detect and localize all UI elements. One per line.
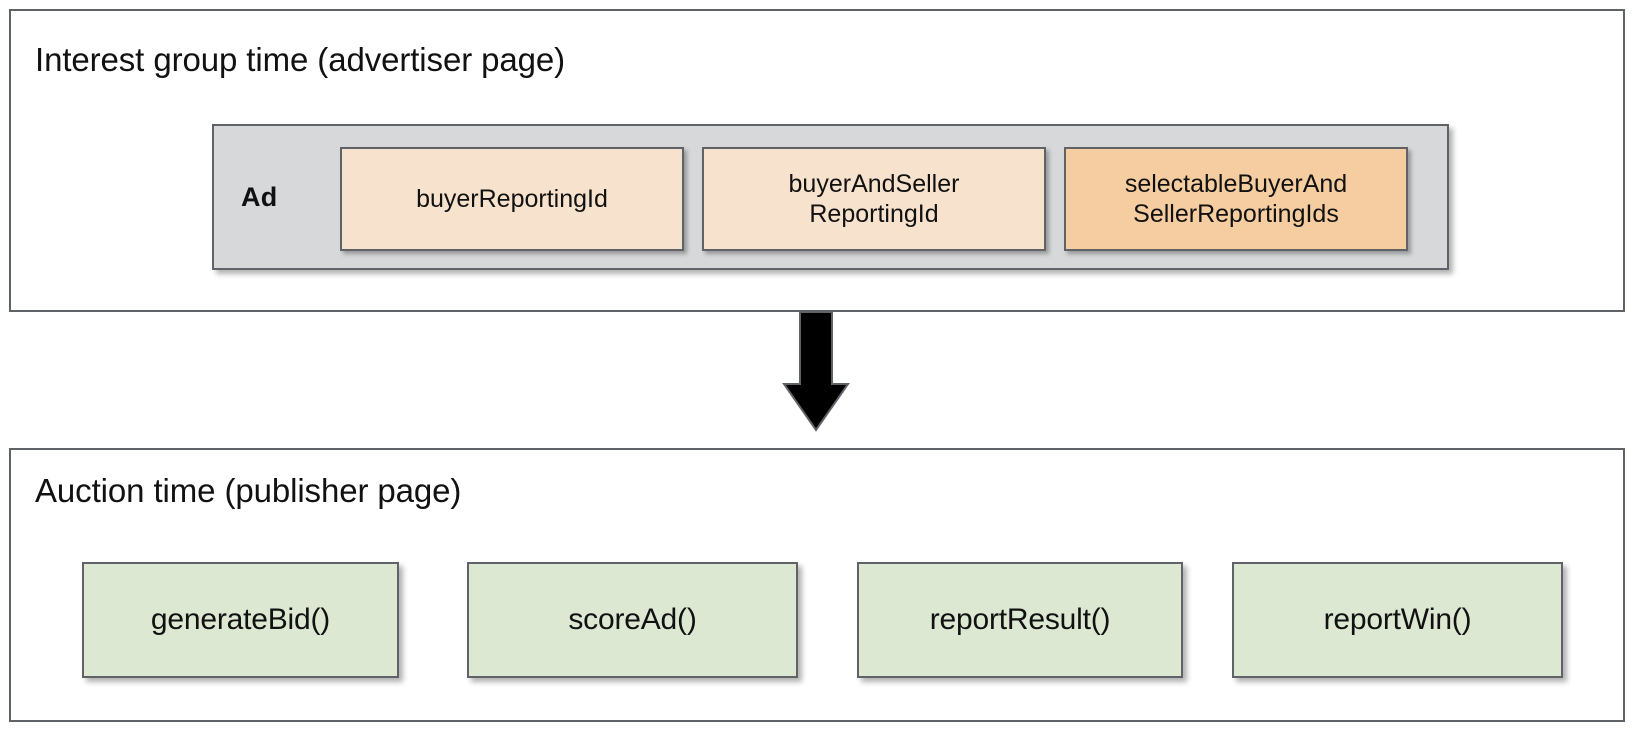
function-box-generate-bid: generateBid(): [82, 562, 399, 678]
ad-group-label: Ad: [241, 181, 278, 212]
reporting-id-box-buyer-reporting-id: buyerReportingId: [340, 147, 684, 251]
function-box-report-result: reportResult(): [857, 562, 1183, 678]
section-advertiser: Interest group time (advertiser page) Ad…: [9, 9, 1625, 312]
function-box-report-win: reportWin(): [1232, 562, 1563, 678]
section-auction: Auction time (publisher page) generateBi…: [9, 448, 1625, 722]
down-arrow-icon: [782, 312, 850, 432]
section-auction-title: Auction time (publisher page): [35, 472, 462, 509]
function-box-score-ad: scoreAd(): [467, 562, 798, 678]
section-advertiser-title: Interest group time (advertiser page): [35, 41, 566, 78]
